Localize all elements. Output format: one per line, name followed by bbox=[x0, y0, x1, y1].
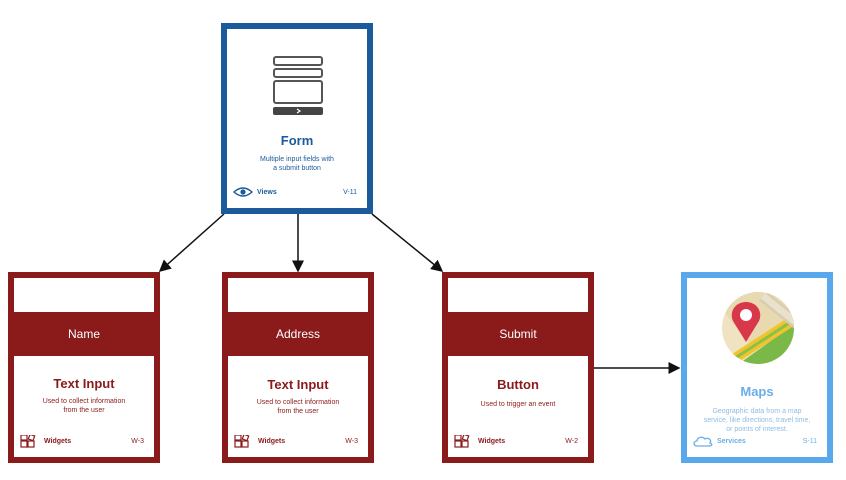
address-card-footer: Widgets W-3 bbox=[234, 435, 362, 449]
address-card-title: Text Input bbox=[267, 377, 329, 392]
name-card-title: Text Input bbox=[53, 376, 115, 391]
maps-desc-line3: or points of interest. bbox=[726, 426, 788, 433]
maps-service-card[interactable]: Maps Geographic data from a map service,… bbox=[681, 272, 833, 463]
maps-desc-line1: Geographic data from a map bbox=[712, 408, 802, 415]
eye-icon bbox=[233, 187, 253, 197]
name-desc-line2: from the user bbox=[63, 407, 105, 414]
submit-card-footer: Widgets W-2 bbox=[454, 435, 582, 449]
arrow-form-to-name bbox=[158, 213, 225, 272]
submit-card-category: Widgets bbox=[478, 438, 506, 445]
submit-card-description: Used to trigger an event bbox=[456, 400, 580, 409]
name-band: Name bbox=[8, 312, 160, 356]
submit-band: Submit bbox=[442, 312, 594, 356]
form-description: Multiple input fields with a submit butt… bbox=[235, 155, 359, 173]
widgets-icon bbox=[454, 435, 470, 448]
maps-card-category: Services bbox=[717, 438, 746, 445]
widgets-icon bbox=[20, 435, 36, 448]
form-icon bbox=[273, 56, 323, 115]
name-text-input-card[interactable]: Name Text Input Used to collect informat… bbox=[8, 272, 160, 463]
form-desc-line2: a submit button bbox=[273, 165, 321, 172]
maps-card-footer: Services S-11 bbox=[693, 435, 821, 449]
form-category: Views bbox=[257, 189, 277, 196]
submit-card-title: Button bbox=[497, 377, 539, 392]
submit-card-code: W-2 bbox=[565, 438, 578, 445]
form-card[interactable]: Form Multiple input fields with a submit… bbox=[221, 23, 373, 214]
form-footer: Views V-11 bbox=[233, 186, 361, 200]
address-card-description: Used to collect information from the use… bbox=[236, 398, 360, 416]
maps-card-title: Maps bbox=[740, 384, 774, 399]
form-code: V-11 bbox=[343, 189, 357, 196]
form-desc-line1: Multiple input fields with bbox=[260, 156, 334, 163]
widgets-icon bbox=[234, 435, 250, 448]
name-card-code: W-3 bbox=[131, 438, 144, 445]
cloud-icon bbox=[693, 436, 713, 447]
name-desc-line1: Used to collect information bbox=[42, 398, 126, 405]
address-card-category: Widgets bbox=[258, 438, 286, 445]
name-input-preview bbox=[14, 278, 154, 313]
map-pin-icon bbox=[722, 292, 794, 364]
address-text-input-card[interactable]: Address Text Input Used to collect infor… bbox=[222, 272, 374, 463]
name-card-description: Used to collect information from the use… bbox=[22, 397, 146, 415]
address-desc-line1: Used to collect information bbox=[256, 399, 340, 406]
maps-card-code: S-11 bbox=[802, 438, 817, 445]
name-card-footer: Widgets W-3 bbox=[20, 435, 148, 449]
address-card-code: W-3 bbox=[345, 438, 358, 445]
form-title: Form bbox=[280, 133, 314, 148]
address-input-preview bbox=[228, 278, 368, 313]
maps-card-description: Geographic data from a map service, like… bbox=[695, 407, 819, 434]
name-card-category: Widgets bbox=[44, 438, 72, 445]
submit-button-card[interactable]: Submit Button Used to trigger an event W… bbox=[442, 272, 594, 463]
submit-input-preview bbox=[448, 278, 588, 313]
address-band: Address bbox=[222, 312, 374, 356]
submit-desc-line1: Used to trigger an event bbox=[480, 401, 556, 408]
arrow-form-to-submit bbox=[371, 213, 444, 272]
maps-desc-line2: service, like directions, travel time, bbox=[703, 417, 811, 424]
address-desc-line2: from the user bbox=[277, 408, 319, 415]
